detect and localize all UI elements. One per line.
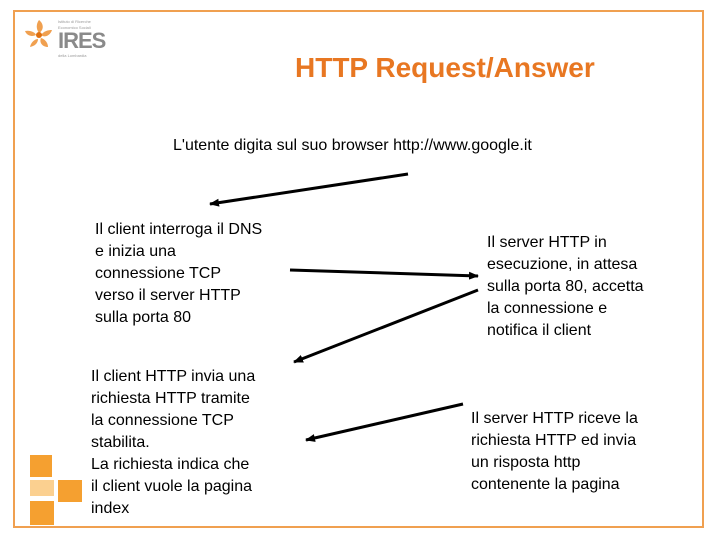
slide-title: HTTP Request/Answer [295,52,595,83]
subtitle-user-types-url: L'utente digita sul suo browser http://w… [173,137,532,154]
slide-frame [13,10,704,528]
step-server-response: Il server HTTP riceve la richiesta HTTP … [471,410,638,493]
logo-name: IRES [58,28,106,53]
logo-line-3: della Lombardia [58,53,87,58]
step-client-request: Il client HTTP invia una richiesta HTTP … [91,368,256,517]
arrow-server-to-client [293,288,479,364]
step-client-dns: Il client interroga il DNS e inizia una … [95,221,263,326]
decorative-blocks [30,455,82,525]
ires-logo: Istituto di Ricerche Economico Sociali I… [22,16,112,62]
sun-logo-icon [25,20,52,47]
logo-line-1: Istituto di Ricerche [58,19,91,24]
arrow-client-to-server-request [305,402,464,442]
arrow-client-to-server [289,268,479,280]
logo-line-2: Economico Sociali [58,25,91,30]
step-server-accept: Il server HTTP in esecuzione, in attesa … [487,234,644,339]
arrow-user-to-client [209,172,409,207]
